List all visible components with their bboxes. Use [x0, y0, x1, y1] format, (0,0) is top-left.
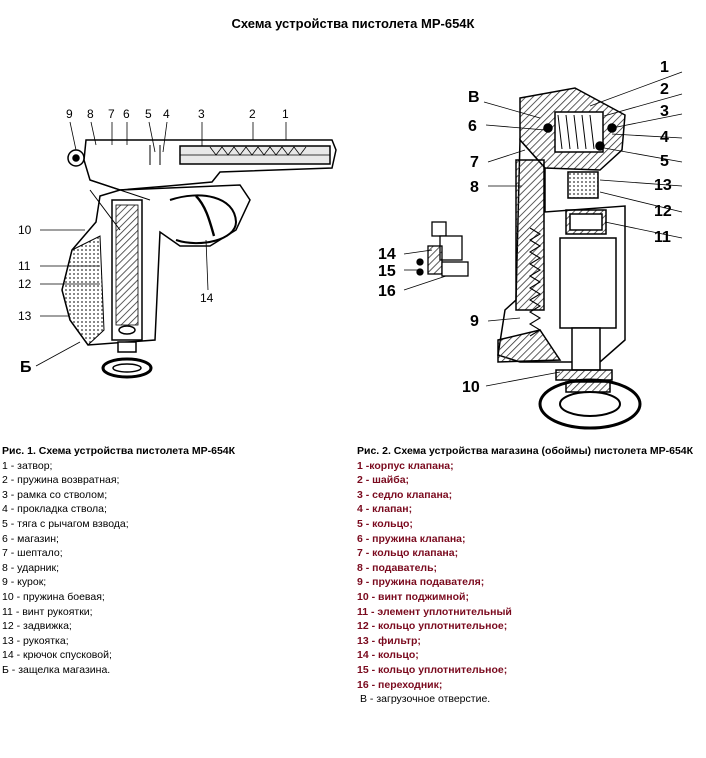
legend-item: 7 - шептало;	[2, 547, 63, 560]
legend-item: 14 - кольцо;	[357, 649, 419, 662]
legend-item: 3 - рамка со стволом;	[2, 488, 108, 501]
magazine-label-v: В	[468, 89, 480, 106]
pistol-label-1: 1	[282, 107, 289, 121]
magazine-ring	[101, 357, 153, 379]
legend-item: 13 - рукоятка;	[2, 634, 69, 647]
pistol-label-9: 9	[66, 107, 73, 121]
pistol-label-3: 3	[198, 107, 205, 121]
magazine-label-2: 2	[660, 81, 669, 98]
figure1-caption-title: Рис. 1. Схема устройства пистолета МР-65…	[2, 445, 236, 457]
legend-item: 4 - прокладка ствола;	[2, 503, 107, 516]
legend-item: Б - защелка магазина.	[2, 663, 111, 676]
pistol-frame	[61, 184, 251, 346]
legend-item: 6 - пружина клапана;	[357, 532, 466, 545]
legend-item: 5 - тяга с рычагом взвода;	[2, 517, 129, 530]
magazine-label-9: 9	[470, 313, 479, 330]
recoil-spring	[209, 146, 307, 156]
trigger-guard	[169, 194, 238, 245]
magazine-label-5: 5	[660, 153, 669, 170]
magazine-label-13: 13	[654, 177, 672, 194]
pistol-grip	[61, 235, 105, 346]
legend-item: 8 - ударник;	[2, 561, 60, 574]
pistol-diagram	[35, 121, 337, 379]
legend-item: 11 - элемент уплотнительный	[357, 605, 512, 618]
filter	[567, 171, 599, 199]
pistol-label-11: 11	[18, 259, 31, 273]
pistol-label-12: 12	[18, 277, 32, 291]
trigger	[195, 195, 216, 237]
pistol-label-8: 8	[87, 107, 94, 121]
magazine-label-10: 10	[462, 379, 480, 396]
diagrams-canvas: 9 8 7 6 5 4 3 2 1 10 11 12 13 Б 14 14 15…	[18, 59, 683, 430]
detail-label-14: 14	[378, 246, 396, 263]
legend-item: 9 - курок;	[2, 576, 47, 589]
legend-item: 11 - винт рукоятки;	[2, 605, 93, 618]
legend-item: 12 - задвижка;	[2, 620, 72, 633]
detail-label-15: 15	[378, 263, 396, 280]
legend-item: 1 -корпус клапана;	[357, 459, 454, 472]
legend-item: 15 - кольцо уплотнительное;	[357, 663, 508, 676]
legend-item: 2 - пружина возвратная;	[2, 474, 120, 487]
pistol-label-13: 13	[18, 309, 32, 323]
figure1-caption: Рис. 1. Схема устройства пистолета МР-65…	[2, 444, 352, 678]
magazine-bottom-ring	[538, 378, 642, 430]
page-title: Схема устройства пистолета МР-654К	[231, 16, 475, 31]
pistol-label-14: 14	[200, 291, 214, 305]
legend-item: 4 - клапан;	[357, 503, 413, 516]
pistol-label-5: 5	[145, 107, 152, 121]
magazine-label-3: 3	[660, 103, 669, 120]
legend-item: 6 - магазин;	[2, 532, 59, 545]
magazine-label-1: 1	[660, 59, 669, 76]
legend-item: 8 - подаватель;	[357, 561, 438, 574]
feeder-spring	[528, 227, 542, 337]
legend-item: 12 - кольцо уплотнительное;	[357, 620, 508, 633]
legend-item: 5 - кольцо;	[357, 517, 413, 530]
pistol-label-b: Б	[20, 359, 32, 376]
legend-item: 13 - фильтр;	[357, 634, 421, 647]
magazine-label-12: 12	[654, 203, 672, 220]
figure2-caption: Рис. 2. Схема устройства магазина (обойм…	[357, 444, 702, 707]
legend-item: 2 - шайба;	[357, 474, 410, 487]
pistol-label-7: 7	[108, 107, 115, 121]
pistol-label-2: 2	[249, 107, 256, 121]
pistol-label-4: 4	[163, 107, 170, 121]
magazine-label-8: 8	[470, 179, 479, 196]
legend-item: 1 - затвор;	[2, 459, 53, 472]
magazine-label-6: 6	[468, 118, 477, 135]
legend-item: 16 - переходник;	[357, 678, 443, 691]
legend-item: 10 - пружина боевая;	[2, 590, 105, 603]
figure2-caption-title: Рис. 2. Схема устройства магазина (обойм…	[357, 445, 694, 457]
magazine-label-7: 7	[470, 154, 479, 171]
legend-item: 14 - крючок спусковой;	[2, 649, 112, 662]
legend-item: 3 - седло клапана;	[357, 488, 453, 501]
pistol-label-10: 10	[18, 223, 32, 237]
detail-label-16: 16	[378, 283, 396, 300]
magazine-label-11: 11	[654, 229, 671, 246]
legend-item: 10 - винт поджимной;	[357, 590, 469, 603]
adapter-detail	[403, 221, 469, 291]
magazine-label-4: 4	[660, 129, 669, 146]
legend-item: 9 - пружина подавателя;	[357, 576, 485, 589]
legend-item: 7 - кольцо клапана;	[357, 547, 459, 560]
pistol-label-6: 6	[123, 107, 130, 121]
magazine-diagram	[483, 71, 683, 430]
legend-note: В - загрузочное отверстие.	[360, 693, 491, 706]
